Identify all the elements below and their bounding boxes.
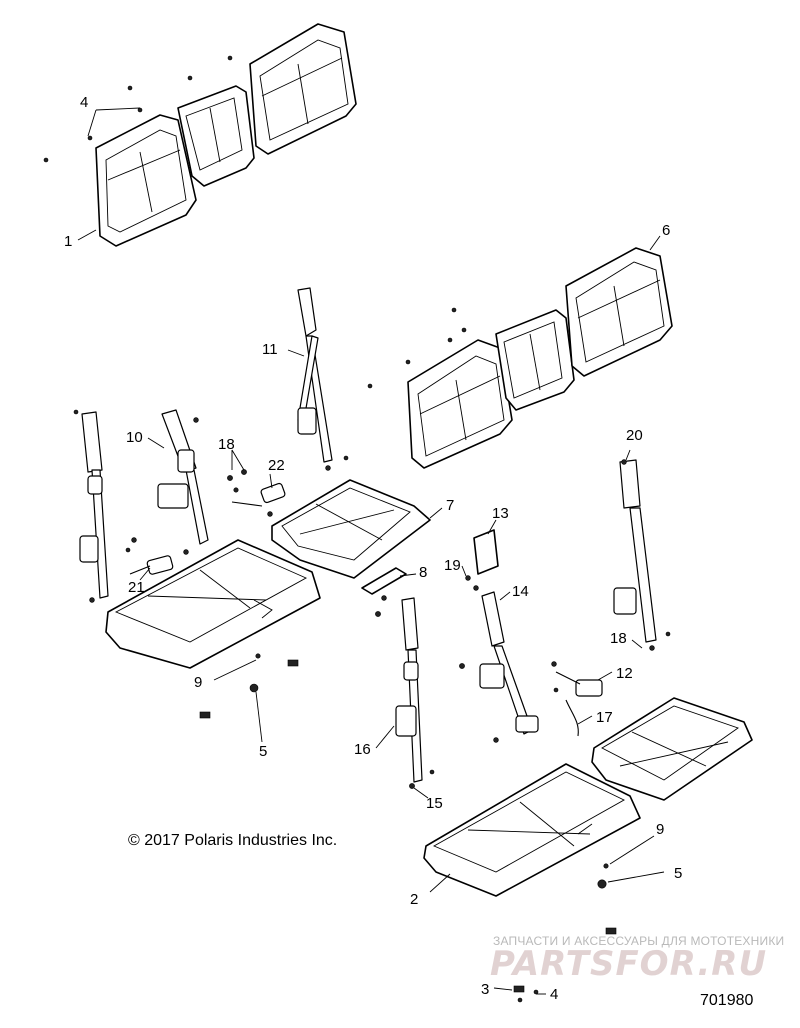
callout-2: 2 bbox=[410, 891, 418, 908]
callout-11: 11 bbox=[262, 341, 278, 358]
bracket-8 bbox=[361, 567, 407, 617]
callout-15: 15 bbox=[426, 795, 443, 812]
callout-1: 1 bbox=[64, 233, 72, 250]
seat-back-assembly-6 bbox=[367, 247, 673, 469]
callout-16: 16 bbox=[354, 741, 371, 758]
fastener-hardware bbox=[199, 653, 617, 1003]
seat-bottom-left bbox=[105, 539, 321, 669]
callout-19: 19 bbox=[444, 557, 461, 574]
seat-belt-20 bbox=[613, 459, 671, 651]
callout-5-left: 5 bbox=[259, 743, 267, 760]
callout-20: 20 bbox=[626, 427, 643, 444]
callout-5-right: 5 bbox=[674, 865, 682, 882]
watermark-logo: PARTSFOR.RU bbox=[490, 944, 768, 984]
seat-belt-far-left bbox=[73, 409, 109, 603]
callout-18-lower: 18 bbox=[610, 630, 627, 647]
callout-6: 6 bbox=[662, 222, 670, 239]
watermark-tagline: ЗАПЧАСТИ И АКСЕССУАРЫ ДЛЯ МОТОТЕХНИКИ bbox=[493, 934, 785, 948]
callout-14: 14 bbox=[512, 583, 529, 600]
copyright-notice: © 2017 Polaris Industries Inc. bbox=[128, 832, 338, 849]
document-number: 701980 bbox=[700, 992, 754, 1009]
callout-labels: 1 2 3 4 4 5 5 6 7 8 9 9 10 11 12 13 14 1… bbox=[64, 94, 682, 1003]
seat-bottom-right bbox=[591, 697, 753, 801]
callout-12: 12 bbox=[616, 665, 633, 682]
callout-9-left: 9 bbox=[194, 674, 202, 691]
callout-18-upper: 18 bbox=[218, 436, 235, 453]
seat-bottom-2 bbox=[423, 763, 641, 897]
seat-belt-11 bbox=[297, 287, 349, 471]
bolts-18-upper bbox=[227, 469, 247, 493]
seat-bottom-7 bbox=[271, 479, 431, 579]
seat-back-assembly-1 bbox=[43, 23, 357, 247]
callout-21: 21 bbox=[128, 579, 145, 596]
callout-4-lower: 4 bbox=[550, 986, 558, 1003]
callout-22: 22 bbox=[268, 457, 285, 474]
seat-belt-10 bbox=[157, 409, 209, 555]
seat-belt-14 bbox=[459, 591, 539, 743]
callout-9-right: 9 bbox=[656, 821, 664, 838]
buckle-22 bbox=[231, 482, 286, 517]
callout-3: 3 bbox=[481, 981, 489, 998]
buckle-12 bbox=[551, 661, 603, 737]
callout-13: 13 bbox=[492, 505, 509, 522]
buckle-21 bbox=[125, 537, 174, 575]
callout-4-upper: 4 bbox=[80, 94, 88, 111]
callout-7: 7 bbox=[446, 497, 454, 514]
leader-lines bbox=[77, 107, 665, 995]
seat-belt-16 bbox=[395, 597, 435, 789]
cover-13 bbox=[465, 529, 499, 591]
callout-8: 8 bbox=[419, 564, 427, 581]
callout-10: 10 bbox=[126, 429, 143, 446]
callout-17: 17 bbox=[596, 709, 613, 726]
